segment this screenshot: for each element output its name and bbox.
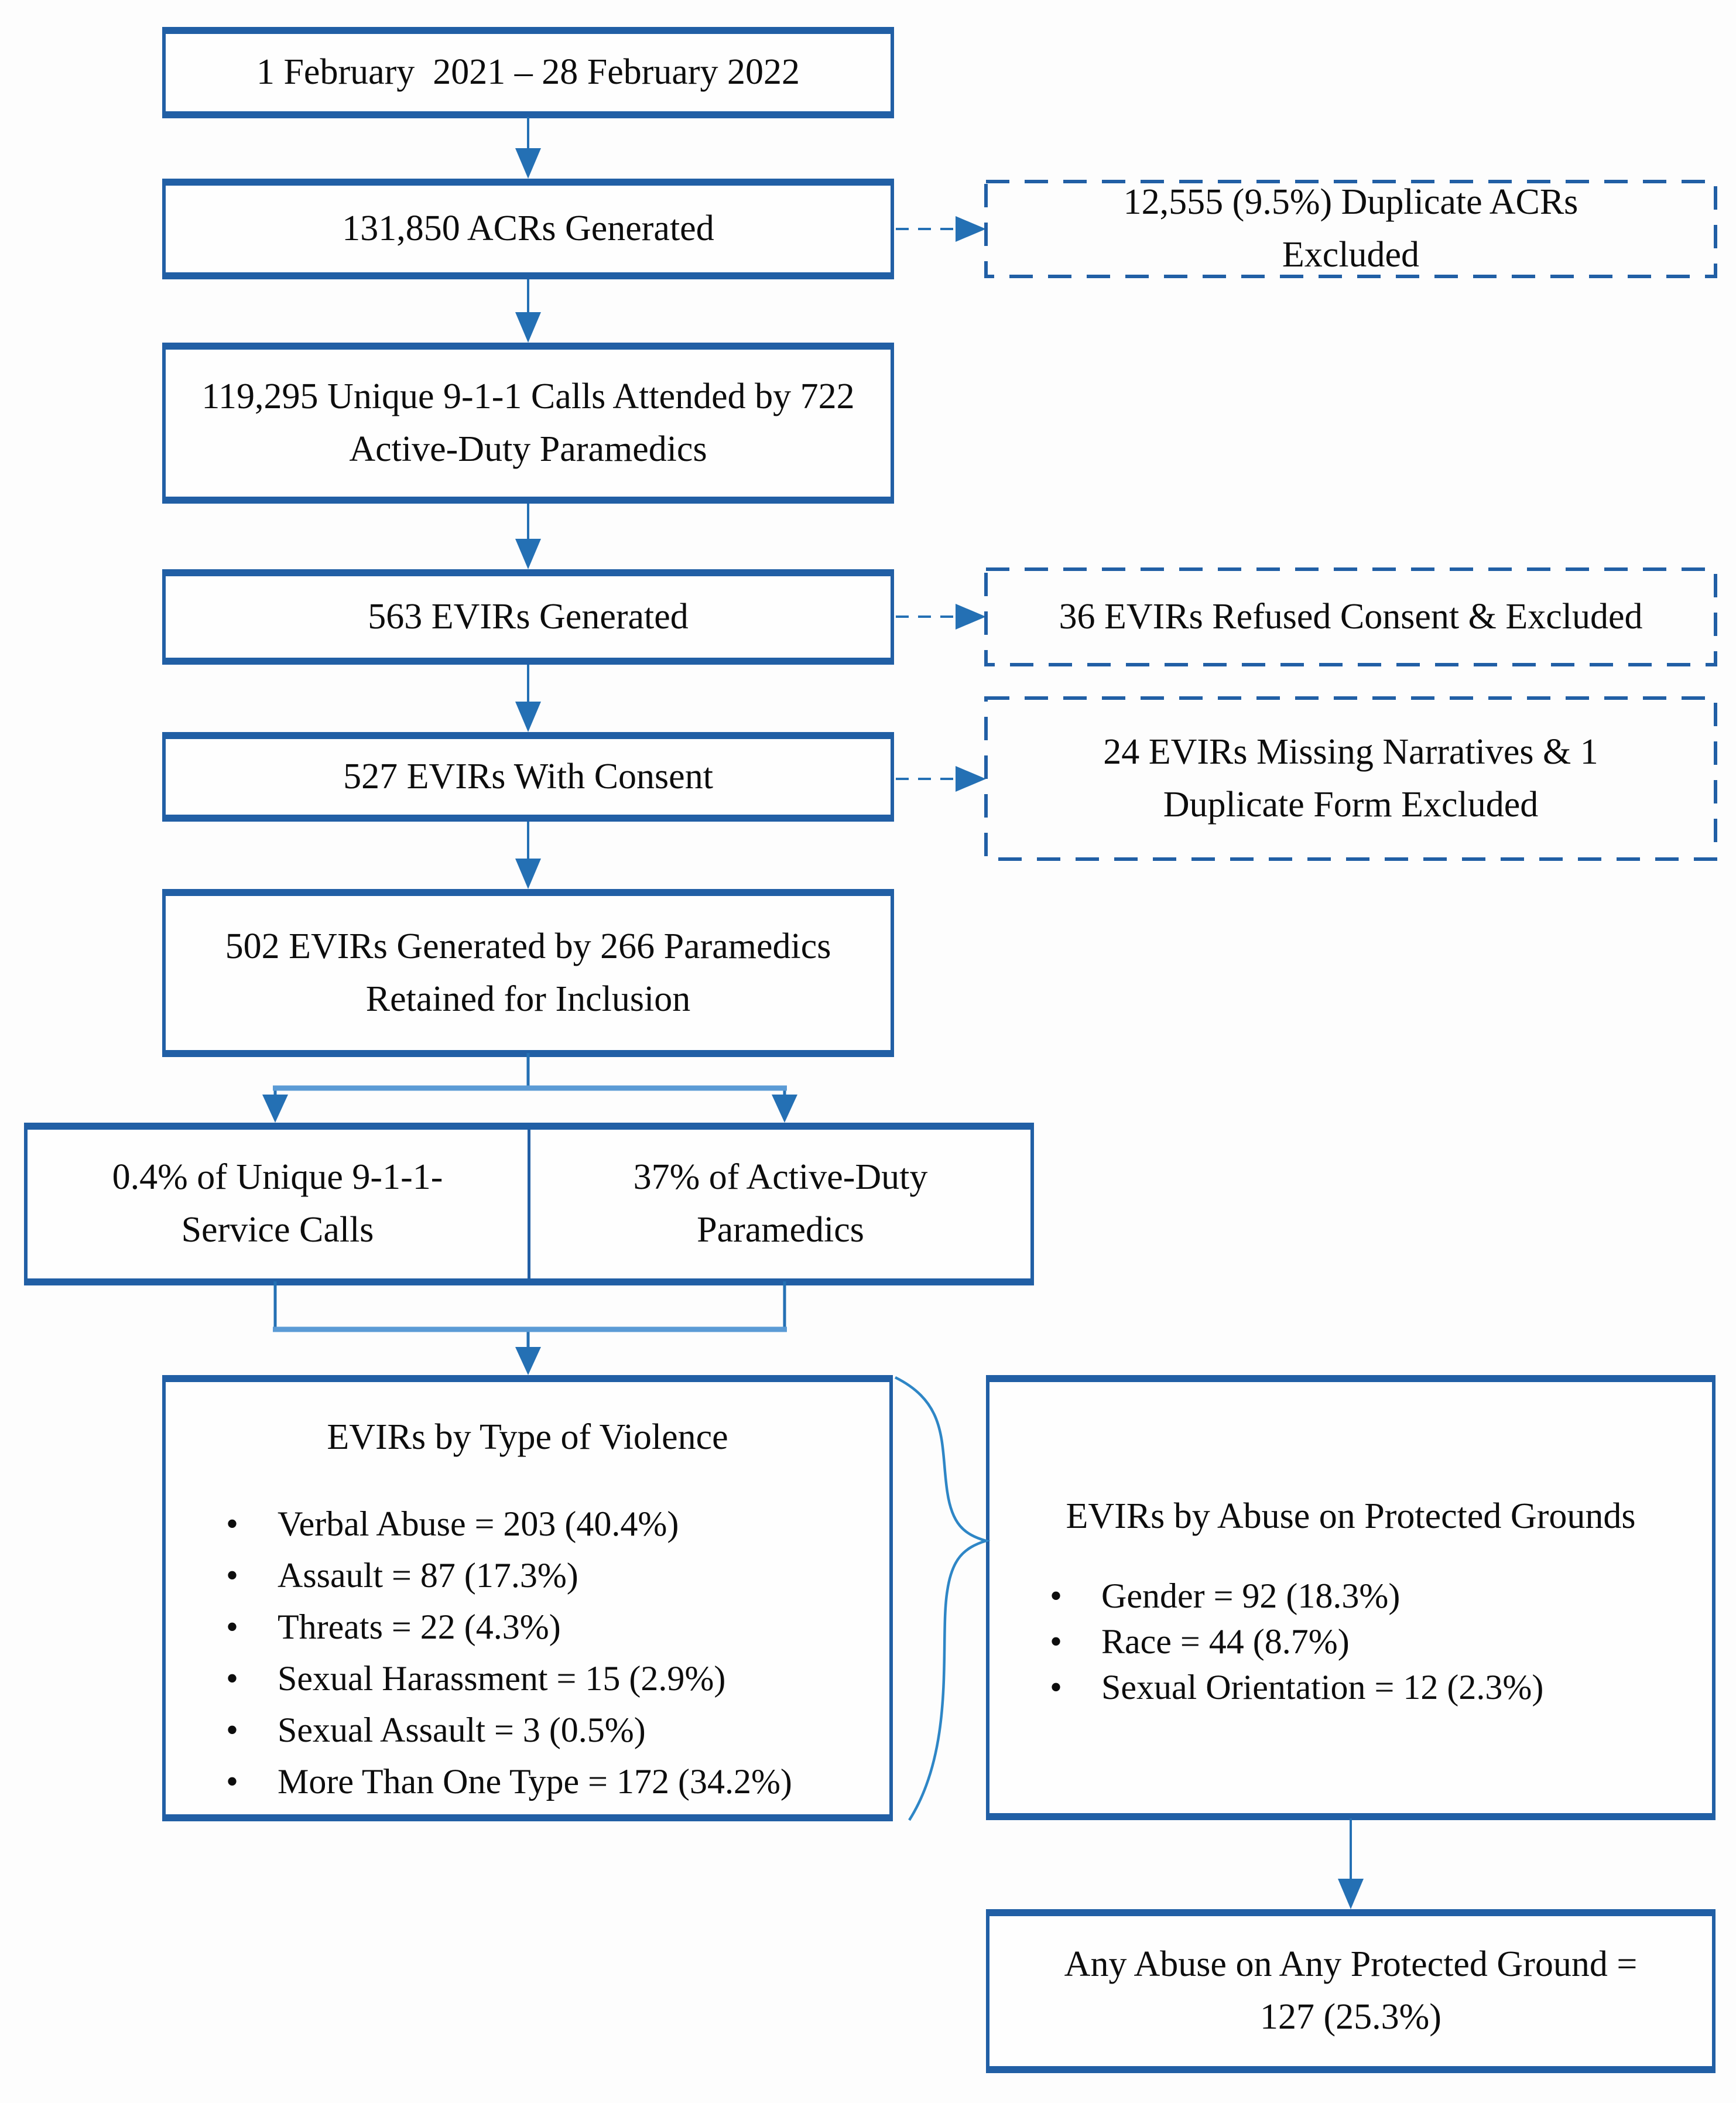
evirs-retained-text: 502 EVIRs Generated by 266 Paramedics Re… (225, 926, 831, 1019)
bullet-icon (1050, 1624, 1101, 1659)
box-protected-grounds: EVIRs by Abuse on Protected Grounds Gend… (986, 1375, 1716, 1820)
list-item: Sexual Assault = 3 (0.5%) (226, 1712, 857, 1748)
box-evirs-generated: 563 EVIRs Generated (162, 569, 894, 665)
evirs-consent-text: 527 EVIRs With Consent (343, 756, 713, 796)
box-evirs-consent: 527 EVIRs With Consent (162, 732, 894, 822)
duplicate-acrs-text: 12,555 (9.5%) Duplicate ACRs Excluded (1123, 182, 1579, 275)
list-item-text: Threats = 22 (4.3%) (278, 1607, 561, 1646)
bullet-icon (226, 1558, 278, 1593)
box-percentages: 0.4% of Unique 9-1-1- Service Calls 37% … (24, 1123, 1034, 1285)
pct-paramedics-text: 37% of Active-Duty Paramedics (633, 1157, 928, 1250)
violence-types-title: EVIRs by Type of Violence (327, 1417, 728, 1457)
box-evirs-retained: 502 EVIRs Generated by 266 Paramedics Re… (162, 889, 894, 1057)
box-acrs-generated: 131,850 ACRs Generated (162, 179, 894, 279)
box-unique-calls: 119,295 Unique 9-1-1 Calls Attended by 7… (162, 343, 894, 504)
list-item-text: Sexual Assault = 3 (0.5%) (278, 1710, 646, 1749)
refused-consent-text: 36 EVIRs Refused Consent & Excluded (1059, 596, 1643, 637)
list-item: Assault = 87 (17.3%) (226, 1558, 857, 1593)
protected-grounds-list: Gender = 92 (18.3%) Race = 44 (8.7%) Sex… (1050, 1578, 1680, 1715)
bullet-icon (226, 1506, 278, 1541)
bullet-icon (226, 1609, 278, 1644)
cell-pct-service-calls: 0.4% of Unique 9-1-1- Service Calls (28, 1130, 530, 1278)
list-item: Verbal Abuse = 203 (40.4%) (226, 1506, 857, 1541)
list-item: Threats = 22 (4.3%) (226, 1609, 857, 1644)
list-item: Sexual Harassment = 15 (2.9%) (226, 1661, 857, 1696)
list-item-text: Sexual Orientation = 12 (2.3%) (1101, 1667, 1544, 1707)
list-item-text: Assault = 87 (17.3%) (278, 1555, 578, 1595)
brace-connector (895, 1376, 991, 1821)
bullet-icon (226, 1712, 278, 1748)
list-item: Gender = 92 (18.3%) (1050, 1578, 1680, 1613)
bullet-icon (1050, 1670, 1101, 1705)
cell-pct-paramedics: 37% of Active-Duty Paramedics (530, 1130, 1030, 1278)
bullet-icon (1050, 1578, 1101, 1613)
list-item-text: More Than One Type = 172 (34.2%) (278, 1762, 792, 1801)
list-item: Sexual Orientation = 12 (2.3%) (1050, 1670, 1680, 1705)
box-duplicate-acrs-excluded: 12,555 (9.5%) Duplicate ACRs Excluded (986, 182, 1716, 276)
any-abuse-text: Any Abuse on Any Protected Ground = 127 … (1064, 1944, 1638, 2037)
acrs-generated-text: 131,850 ACRs Generated (342, 208, 714, 249)
list-item: Race = 44 (8.7%) (1050, 1624, 1680, 1659)
bullet-icon (226, 1661, 278, 1696)
list-item: More Than One Type = 172 (34.2%) (226, 1764, 857, 1799)
box-refused-consent-excluded: 36 EVIRs Refused Consent & Excluded (986, 569, 1716, 665)
box-study-period: 1 February 2021 – 28 February 2022 (162, 27, 894, 118)
bullet-icon (226, 1764, 278, 1799)
list-item-text: Sexual Harassment = 15 (2.9%) (278, 1659, 726, 1698)
list-item-text: Gender = 92 (18.3%) (1101, 1576, 1401, 1615)
violence-types-list: Verbal Abuse = 203 (40.4%) Assault = 87 … (226, 1506, 857, 1815)
missing-narratives-text: 24 EVIRs Missing Narratives & 1 Duplicat… (1103, 731, 1598, 825)
protected-grounds-title: EVIRs by Abuse on Protected Grounds (1066, 1496, 1636, 1536)
box-violence-types: EVIRs by Type of Violence Verbal Abuse =… (162, 1375, 893, 1821)
study-period-text: 1 February 2021 – 28 February 2022 (256, 52, 800, 93)
list-item-text: Verbal Abuse = 203 (40.4%) (278, 1504, 679, 1543)
evirs-generated-text: 563 EVIRs Generated (368, 596, 689, 637)
list-item-text: Race = 44 (8.7%) (1101, 1622, 1350, 1661)
box-any-abuse: Any Abuse on Any Protected Ground = 127 … (986, 1909, 1716, 2073)
unique-calls-text: 119,295 Unique 9-1-1 Calls Attended by 7… (201, 376, 855, 469)
pct-service-calls-text: 0.4% of Unique 9-1-1- Service Calls (112, 1157, 443, 1250)
box-missing-narratives-excluded: 24 EVIRs Missing Narratives & 1 Duplicat… (986, 698, 1716, 859)
dashed-arrow-shafts (896, 228, 953, 780)
